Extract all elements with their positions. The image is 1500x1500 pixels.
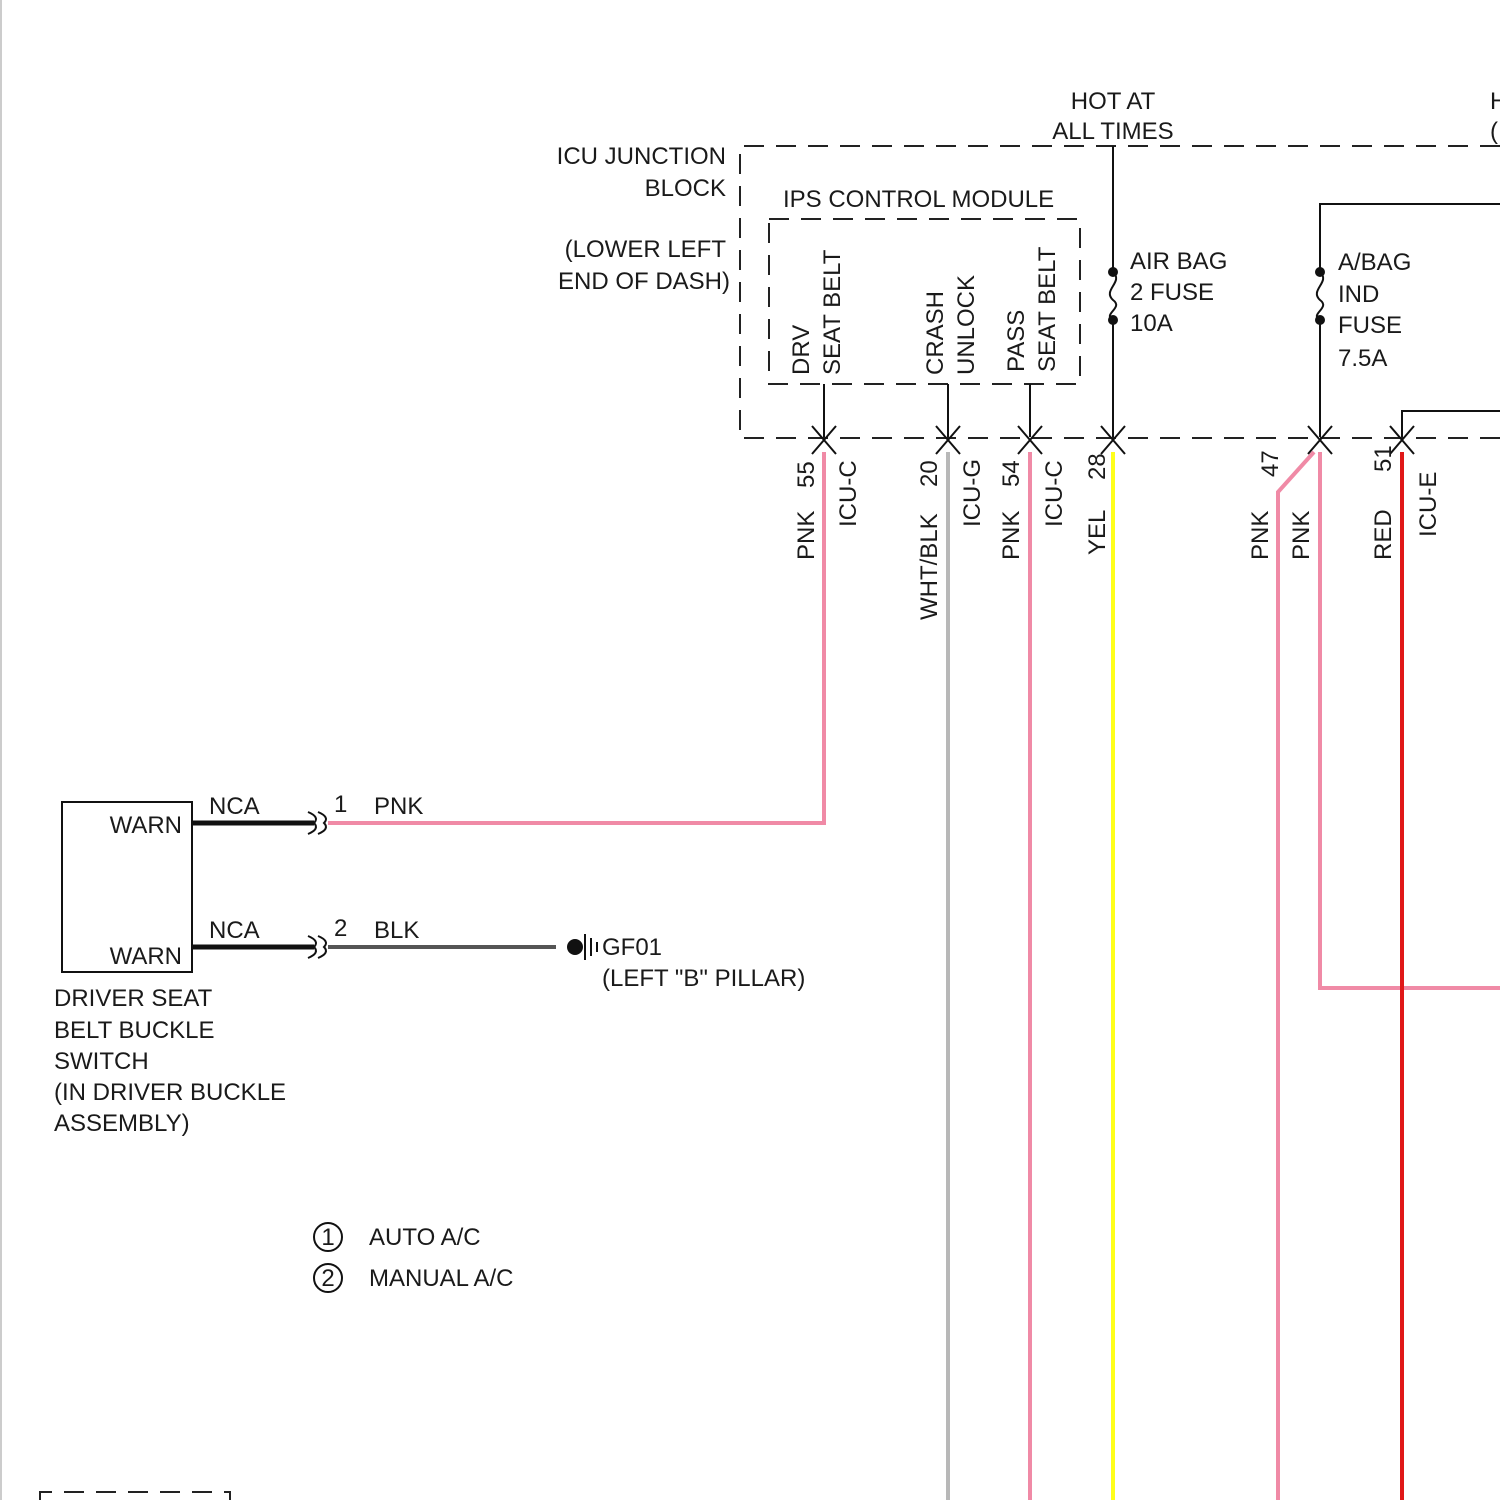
pin-number-label: 55 [793,461,820,488]
hot-at-label-1: HOT AT [1071,88,1156,115]
wire-pin-47 [1278,452,1314,1500]
wire-color-label: YEL [1084,510,1111,555]
ips-module-title: IPS CONTROL MODULE [783,186,1054,213]
connector-label: ICU-G [959,459,986,527]
pin-number-label: 20 [916,460,943,487]
nca-label-bottom: NCA [209,917,260,944]
pin-1-label: 1 [334,791,347,818]
hot-at-label-2: ALL TIMES [1052,118,1173,145]
drv-seat-belt-label-1: DRV [788,325,815,375]
abag-fuse-label-3: FUSE [1338,312,1402,339]
junction-block-title-2: BLOCK [645,175,726,202]
wire-2-color-label: BLK [374,917,419,944]
legend-number: 1 [321,1224,334,1251]
airbag-fuse: AIR BAG 2 FUSE 10A [1108,146,1227,437]
hot-at-label-right-2: ( [1490,118,1498,145]
wire-color-label: PNK [1247,511,1274,560]
legend: 1 AUTO A/C 2 MANUAL A/C [314,1223,513,1292]
junction-block-location-1: (LOWER LEFT [565,236,727,263]
connector-label: ICU-C [1041,460,1068,527]
warn-terminal-bottom: WARN [110,943,182,970]
legend-label: MANUAL A/C [369,1265,513,1292]
nca-label-top: NCA [209,793,260,820]
pin-number-label: 54 [998,460,1025,487]
pass-seat-belt-label-1: PASS [1003,310,1030,372]
red-circuit-feed [1402,411,1500,437]
ground-location: (LEFT "B" PILLAR) [602,965,805,992]
wire-color-label: PNK [998,511,1025,560]
switch-name-1: DRIVER SEAT [54,985,213,1012]
abag-ind-fuse: A/BAG IND FUSE 7.5A [1315,204,1500,437]
abag-fuse-label-1: A/BAG [1338,249,1411,276]
pin-2-label: 2 [334,915,347,942]
abag-fuse-label-4: 7.5A [1338,345,1387,372]
power-feed: HOT AT ALL TIMES H ( [1052,88,1500,145]
legend-number: 2 [321,1265,334,1292]
hot-at-label-right-1: H [1490,88,1500,115]
fuse-icon [1110,272,1116,320]
switch-name-5: ASSEMBLY) [54,1110,190,1137]
driver-seat-belt-switch: WARN WARN NCA NCA 1 2 PNK BLK DRIVER SEA… [54,791,556,1137]
ground-icon [567,939,583,955]
pin-number-label: 51 [1370,445,1397,472]
wire-pin-55 [328,452,824,823]
abag-fuse-label-2: IND [1338,281,1379,308]
wire-color-label: PNK [1288,511,1315,560]
legend-label: AUTO A/C [369,1224,481,1251]
ground-gf01: GF01 (LEFT "B" PILLAR) [567,934,805,992]
wire-color-label: PNK [793,511,820,560]
pin-number-label: 47 [1257,450,1284,477]
ips-control-module: IPS CONTROL MODULE DRV SEAT BELT CRASH U… [769,186,1080,384]
wire-color-label: RED [1370,509,1397,560]
bottom-partial-box [40,1492,230,1500]
switch-name-2: BELT BUCKLE [54,1017,215,1044]
airbag-fuse-label-3: 10A [1130,310,1173,337]
switch-name-3: SWITCH [54,1048,149,1075]
airbag-fuse-label-2: 2 FUSE [1130,279,1214,306]
junction-block-title-1: ICU JUNCTION [557,143,726,170]
module-internal-leads [824,384,1030,437]
connector-label: ICU-E [1415,472,1442,537]
warn-terminal-top: WARN [110,812,182,839]
crash-unlock-label-1: CRASH [922,291,949,375]
switch-name-4: (IN DRIVER BUCKLE [54,1079,286,1106]
junction-block-location-2: END OF DASH) [558,268,730,295]
wire-1-color-label: PNK [374,793,423,820]
wires [328,452,1500,1500]
pin-number-label: 28 [1084,453,1111,480]
fuse-icon [1317,272,1323,320]
connector-label: ICU-C [835,460,862,527]
wire-abag-ind [1320,452,1500,988]
ground-id: GF01 [602,934,662,961]
pass-seat-belt-label-2: SEAT BELT [1034,246,1061,372]
drv-seat-belt-label-2: SEAT BELT [819,249,846,375]
pin-labels: PNK 55 ICU-C WHT/BLK 20 ICU-G PNK 54 ICU… [793,445,1442,620]
crash-unlock-label-2: UNLOCK [953,275,980,375]
wire-color-label: WHT/BLK [916,513,943,620]
airbag-fuse-label-1: AIR BAG [1130,248,1227,275]
